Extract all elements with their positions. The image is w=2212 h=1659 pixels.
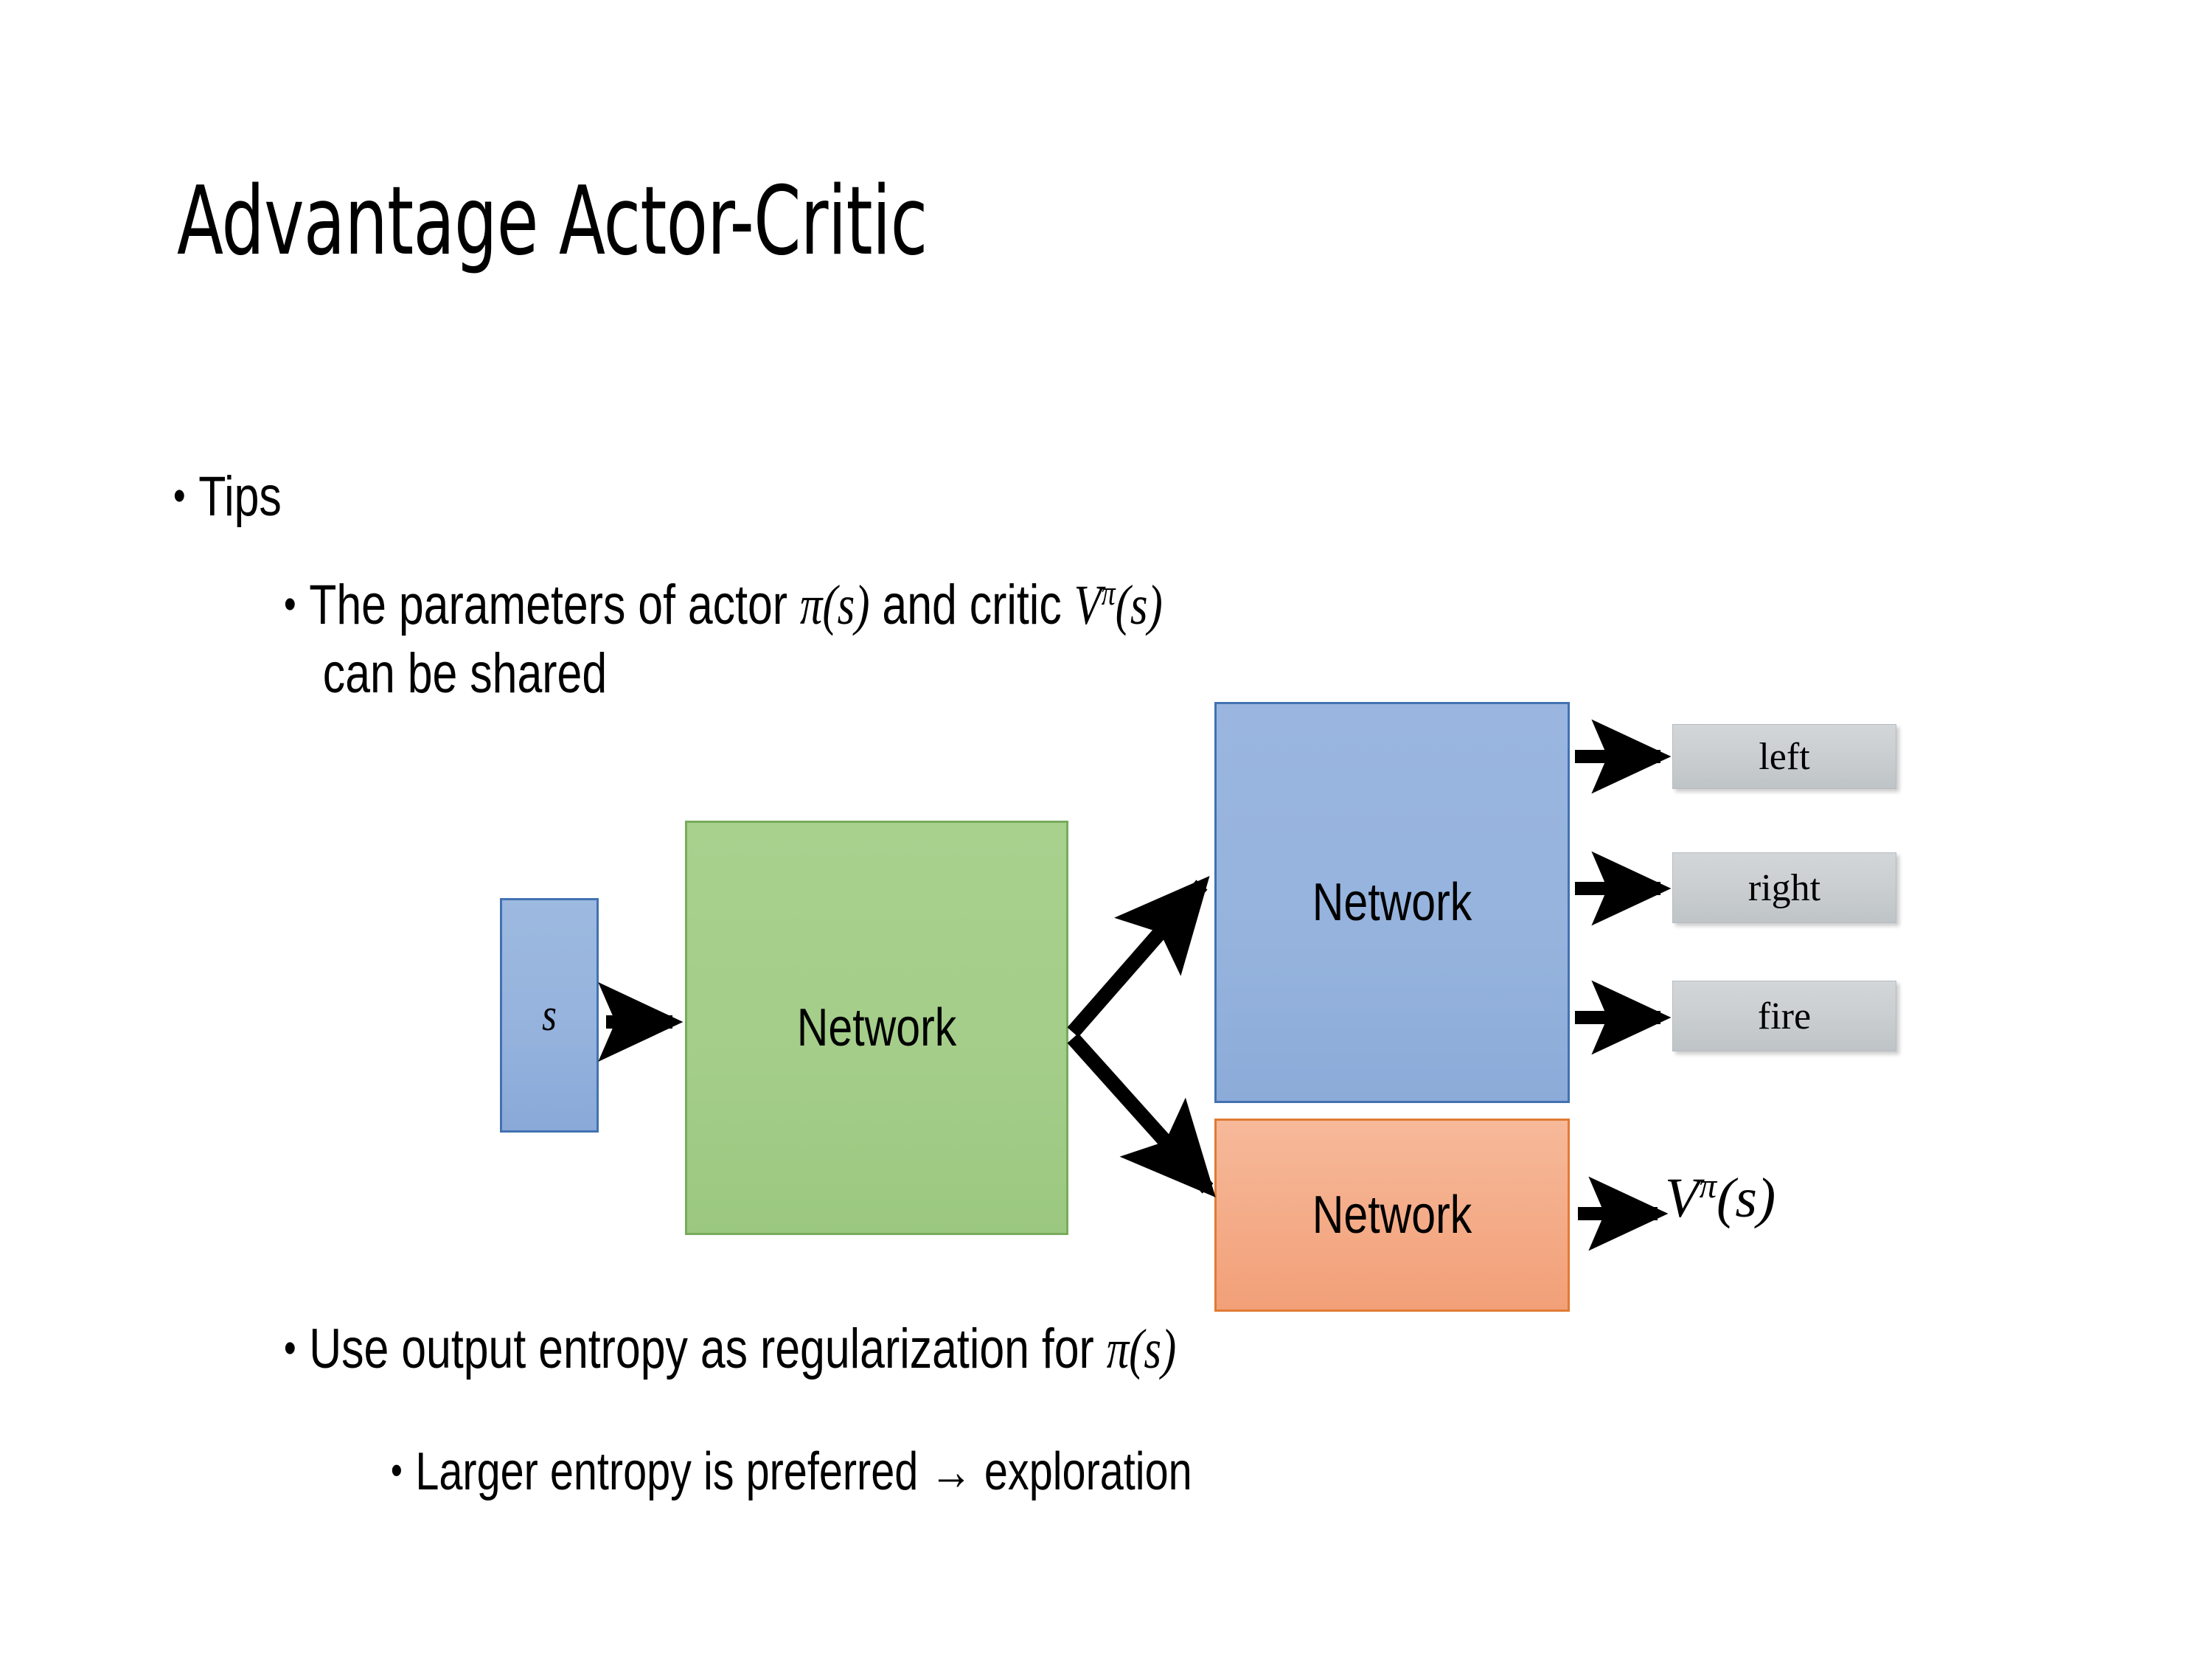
bullet-marker-icon: • [284, 1322, 296, 1372]
math-v-superscript: π [1101, 574, 1116, 613]
value-output-label: Vπ(s) [1665, 1166, 1775, 1231]
bullet-params-prefix: The parameters of actor [309, 574, 800, 636]
bullet-params-mid: and critic [869, 574, 1074, 636]
bullet-larger-entropy: • Larger entropy is preferred → explorati… [391, 1441, 1192, 1502]
action-label-left: left [1759, 735, 1810, 778]
actor-network-label: Network [1312, 873, 1472, 932]
bullet-marker-icon: • [173, 470, 186, 520]
bullet-marker-icon: • [284, 578, 296, 628]
critic-network-box: Network [1214, 1119, 1570, 1312]
action-label-right: right [1747, 866, 1821, 909]
action-label-fire: fire [1757, 995, 1812, 1037]
bullet-tips: •Tips [173, 465, 282, 529]
math-v-argument: (s) [1115, 574, 1163, 636]
value-v-argument: (s) [1717, 1167, 1776, 1229]
action-box-right: right [1672, 852, 1896, 923]
input-state-label: s [542, 990, 557, 1040]
math-pi-of-s: π(s) [799, 574, 870, 636]
math-pi-of-s: π(s) [1106, 1318, 1177, 1380]
value-v-superscript: π [1699, 1167, 1717, 1206]
bullet-tips-label: Tips [198, 465, 282, 528]
bullet-shared-parameters: • The parameters of actor π(s) and critic… [284, 571, 1700, 708]
arrow-shared-to-critic [1067, 1033, 1216, 1197]
actor-network-box: Network [1214, 702, 1570, 1103]
bullet-params-line2: can be shared [322, 641, 608, 705]
action-box-left: left [1672, 724, 1896, 789]
arrow-shared-to-actor [1067, 875, 1210, 1037]
shared-network-box: Network [685, 821, 1068, 1235]
page-title: Advantage Actor-Critic [177, 167, 928, 276]
action-box-fire: fire [1672, 981, 1896, 1051]
value-v-symbol: V [1665, 1167, 1700, 1229]
bullet-entropy-prefix: Use output entropy as regularization for [309, 1318, 1107, 1380]
critic-network-label: Network [1312, 1186, 1472, 1245]
bullet-larger-label: Larger entropy is preferred → exploratio… [415, 1442, 1192, 1501]
bullet-entropy-regularization: • Use output entropy as regularization fo… [284, 1317, 1176, 1382]
shared-network-label: Network [796, 998, 957, 1057]
math-v-symbol: V [1074, 574, 1102, 636]
math-v-pi-of-s: Vπ(s) [1074, 574, 1163, 636]
bullet-marker-icon: • [391, 1447, 403, 1494]
input-state-box: s [500, 898, 599, 1133]
